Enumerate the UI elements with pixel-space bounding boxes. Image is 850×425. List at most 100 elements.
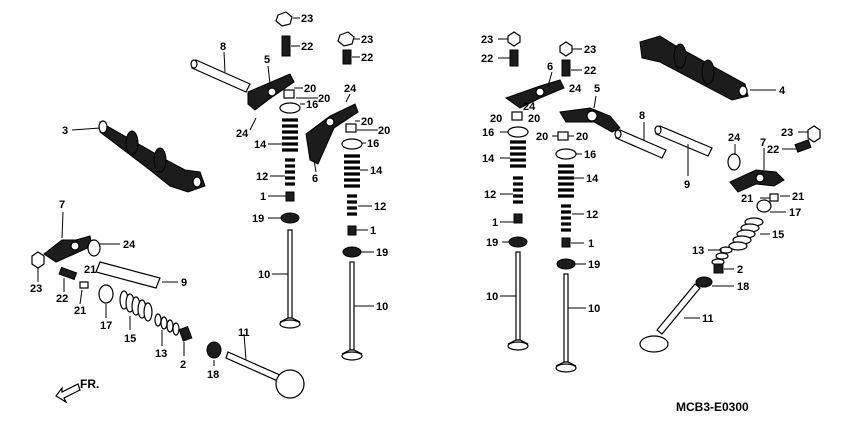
leader-6-left xyxy=(313,159,317,173)
callout-15-left: 15 xyxy=(124,333,136,345)
valve-10-left xyxy=(279,229,301,329)
callout-8-right: 8 xyxy=(639,110,645,122)
callout-24-a: 24 xyxy=(236,128,249,140)
callout-14-c: 14 xyxy=(482,153,495,165)
callout-13-left: 13 xyxy=(155,348,167,360)
rocker-arm-6-right xyxy=(504,79,565,109)
callout-21-a: 21 xyxy=(84,264,96,276)
callout-2-right: 2 xyxy=(737,264,743,276)
callout-20-g: 20 xyxy=(536,131,548,143)
valve-11-left xyxy=(225,351,305,399)
rocker-shaft-9-right xyxy=(654,125,713,157)
callout-6-left: 6 xyxy=(312,173,318,185)
callout-12-d: 12 xyxy=(586,209,598,221)
callout-1-d: 1 xyxy=(588,238,594,250)
camshaft-right xyxy=(639,35,749,101)
shim-20-left-b xyxy=(345,123,357,133)
leader-3-left xyxy=(71,127,101,131)
shim-20-right-b xyxy=(557,131,569,141)
spring-seat-19-right xyxy=(508,236,528,248)
shim-20-right-a xyxy=(511,111,523,121)
callout-3: 3 xyxy=(62,125,68,137)
callout-9-left: 9 xyxy=(181,277,187,289)
callout-19-a: 19 xyxy=(252,213,264,225)
adjuster-nut-left-top xyxy=(275,11,293,57)
inner-spring-13-left xyxy=(154,313,180,336)
callout-14-b: 14 xyxy=(370,165,383,177)
callout-16-a: 16 xyxy=(306,99,318,111)
callout-23-a: 23 xyxy=(301,13,313,25)
adjuster-nut-left-mid xyxy=(337,31,355,65)
valve-seal-1-left-b xyxy=(347,225,357,236)
callout-12-a: 12 xyxy=(256,171,268,183)
rocker-shaft-left xyxy=(190,59,251,93)
spring-retainer-16-right xyxy=(507,126,529,138)
rocker-arm-7-right xyxy=(729,169,785,193)
callout-1-a: 1 xyxy=(260,191,266,203)
outer-spring-15-right xyxy=(728,217,764,251)
callout-22-d: 22 xyxy=(481,53,493,65)
callout-10-c: 10 xyxy=(486,291,498,303)
callout-23-d: 23 xyxy=(481,34,493,46)
callout-23-c: 23 xyxy=(30,283,42,295)
callout-10-d: 10 xyxy=(588,303,600,315)
inner-spring-12-right-b xyxy=(561,204,571,232)
spring-seat-19-left-b xyxy=(342,246,362,258)
nut-23-right-c xyxy=(807,125,821,143)
shim-20-left-a xyxy=(283,89,295,99)
callout-23-e: 23 xyxy=(584,44,596,56)
callout-24-c: 24 xyxy=(123,239,136,251)
shim-21-right-a xyxy=(769,193,779,202)
callout-20-c: 20 xyxy=(361,116,373,128)
callout-6-right: 6 xyxy=(547,61,553,73)
spring-seat-18-left xyxy=(206,341,222,359)
callout-20-f: 20 xyxy=(528,113,540,125)
rocker-arm-5 xyxy=(247,73,295,111)
callout-19-c: 19 xyxy=(486,237,498,249)
valve-seal-2-right xyxy=(713,263,724,274)
valve-10-right-b xyxy=(555,273,577,373)
callout-22-b: 22 xyxy=(361,52,373,64)
callout-22-c: 22 xyxy=(56,293,68,305)
callout-20-h: 20 xyxy=(576,131,588,143)
callout-17-left: 17 xyxy=(100,320,112,332)
callout-14-d: 14 xyxy=(586,173,599,185)
callout-24-d: 24 xyxy=(569,83,582,95)
callout-16-d: 16 xyxy=(584,149,596,161)
leader-5-right xyxy=(593,95,597,109)
leader-24-b xyxy=(345,93,351,103)
spring-seat-19-left xyxy=(280,212,300,224)
callout-18-right: 18 xyxy=(737,281,749,293)
callout-24-b: 24 xyxy=(344,83,357,95)
callout-7-left: 7 xyxy=(59,199,65,211)
screw-22-right-a xyxy=(509,49,519,67)
callout-12-c: 12 xyxy=(484,189,496,201)
inner-spring-12-right xyxy=(513,176,523,204)
valve-10-left-b xyxy=(341,261,363,361)
callout-1-b: 1 xyxy=(370,225,376,237)
callout-21-c: 21 xyxy=(741,193,753,205)
inner-spring-12-left xyxy=(285,158,295,186)
nut-23-right-a xyxy=(507,31,521,47)
screw-22-right-b xyxy=(561,59,571,77)
callout-1-c: 1 xyxy=(492,217,498,229)
outer-spring-14-left-b xyxy=(344,154,360,188)
callout-12-b: 12 xyxy=(374,201,386,213)
spring-seat-19-right-b xyxy=(556,258,576,270)
callout-5-right: 5 xyxy=(594,83,600,95)
valve-seal-2-left xyxy=(178,326,193,342)
leader-24-a xyxy=(249,117,257,131)
callout-24-f: 24 xyxy=(728,132,741,144)
outer-spring-14-left xyxy=(282,118,298,152)
leader-7-left xyxy=(61,211,64,239)
callout-13-right: 13 xyxy=(692,245,704,257)
callout-5: 5 xyxy=(264,54,270,66)
inner-spring-12-left-b xyxy=(347,194,357,216)
outer-spring-15-left xyxy=(119,290,153,322)
rocker-arm-7-left xyxy=(43,235,93,263)
retainer-17-left xyxy=(98,284,114,304)
callout-11-right: 11 xyxy=(702,313,714,325)
callout-14-a: 14 xyxy=(254,139,267,151)
